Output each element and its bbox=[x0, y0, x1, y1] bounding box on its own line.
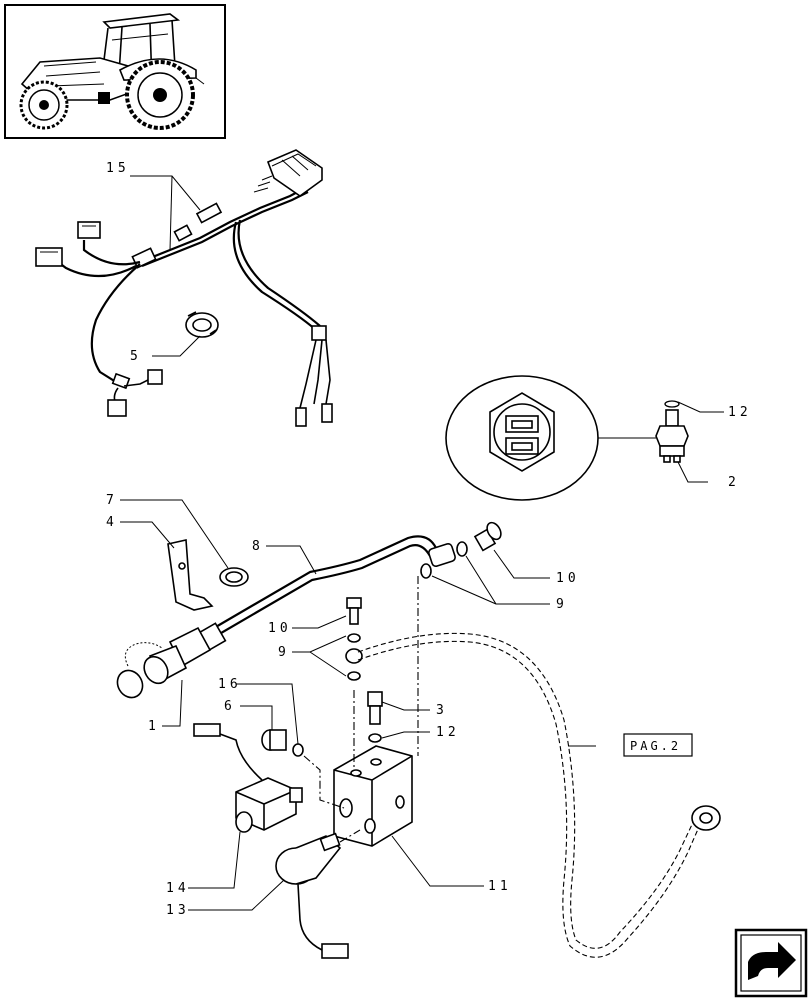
pipe-8 bbox=[116, 535, 456, 699]
tractor-thumbnail-icon bbox=[4, 4, 226, 139]
callouts: 15 5 12 2 7 4 8 10 9 10 9 16 6 3 12 1 14… bbox=[106, 161, 752, 918]
callout-12: 12 bbox=[728, 405, 752, 420]
page-reference-box[interactable]: PAG.2 bbox=[623, 733, 693, 757]
valve-block-11 bbox=[333, 745, 413, 847]
pressure-switch-2 bbox=[655, 400, 689, 463]
callout-15: 15 bbox=[106, 161, 130, 176]
page-reference-label: PAG.2 bbox=[630, 739, 681, 753]
banjo-bolt-10-right bbox=[420, 521, 502, 579]
callout-7: 7 bbox=[106, 493, 118, 508]
wiring-harness-15 bbox=[35, 149, 333, 427]
callout-2: 2 bbox=[728, 475, 740, 490]
hose-pag2 bbox=[357, 632, 721, 958]
callout-5: 5 bbox=[130, 349, 142, 364]
sensor-13 bbox=[275, 832, 349, 959]
plug-6 bbox=[261, 729, 304, 757]
clamp-7 bbox=[219, 567, 249, 587]
sensor-detail-view bbox=[445, 375, 656, 501]
callout-8: 8 bbox=[252, 539, 264, 554]
next-page-arrow-icon[interactable] bbox=[734, 928, 808, 998]
callout-11: 11 bbox=[488, 879, 512, 894]
clamp-5 bbox=[185, 311, 219, 338]
callout-4: 4 bbox=[106, 515, 118, 530]
callout-10: 10 bbox=[268, 621, 292, 636]
callout-13: 13 bbox=[166, 903, 190, 918]
sensor-3 bbox=[367, 691, 383, 743]
callout-12: 12 bbox=[436, 725, 460, 740]
callout-10: 10 bbox=[556, 571, 580, 586]
banjo-bolt-10-centre bbox=[345, 597, 363, 681]
assembly-lines bbox=[303, 576, 419, 843]
callout-16: 16 bbox=[218, 677, 242, 692]
callout-1: 1 bbox=[148, 719, 160, 734]
callout-9: 9 bbox=[556, 597, 568, 612]
solenoid-valve-14 bbox=[193, 723, 303, 833]
callout-3: 3 bbox=[436, 703, 448, 718]
bracket-4 bbox=[167, 539, 214, 611]
leader-lines bbox=[120, 175, 724, 911]
callout-6: 6 bbox=[224, 699, 236, 714]
callout-14: 14 bbox=[166, 881, 190, 896]
callout-9: 9 bbox=[278, 645, 290, 660]
